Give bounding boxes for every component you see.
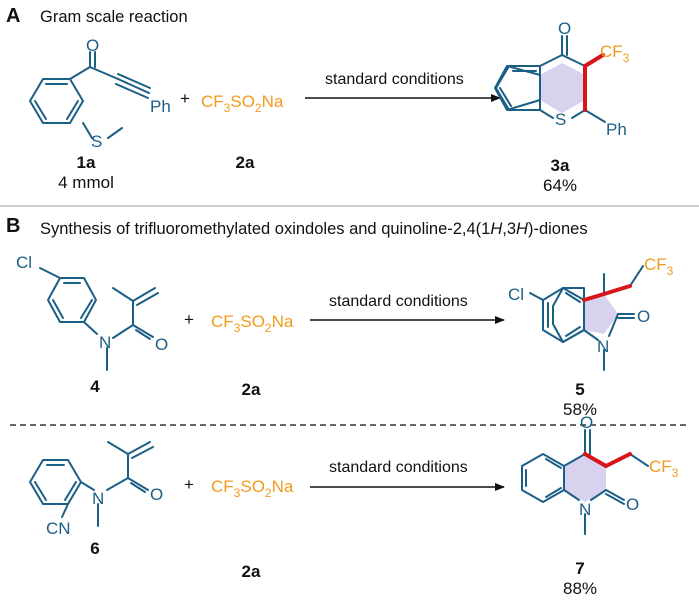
compound-label: 3a — [551, 156, 570, 175]
compound-label: 4 — [90, 377, 100, 396]
atom-label: O — [558, 19, 571, 38]
panel-b-title: Synthesis of trifluoromethylated oxindol… — [40, 220, 588, 238]
panel-b: B Synthesis of trifluoromethylated oxind… — [6, 215, 690, 598]
compound-label: 2a — [242, 380, 261, 399]
plus-sign: + — [180, 89, 190, 108]
compound-label: 7 — [575, 559, 584, 578]
panel-a: A Gram scale reaction O Ph S + CF3SO2Na … — [6, 5, 630, 195]
reaction-conditions: standard conditions — [329, 459, 468, 476]
compound-yield: 88% — [563, 579, 597, 598]
atom-label: Ph — [606, 120, 627, 139]
atom-label: S — [91, 132, 102, 151]
compound-label: 6 — [90, 539, 99, 558]
product-5-structure: Cl CF3 O N — [508, 255, 674, 371]
atom-label: CN — [46, 519, 71, 538]
reagent-cf3so2na: CF3SO2Na — [201, 92, 284, 115]
product-3a-structure: O CF3 S Ph — [494, 19, 630, 139]
reactant-1a-structure: O Ph S — [29, 36, 171, 151]
plus-sign: + — [184, 310, 194, 329]
panel-a-title: Gram scale reaction — [40, 8, 188, 26]
compound-yield: 64% — [543, 176, 577, 195]
reagent-cf3so2na: CF3SO2Na — [211, 477, 294, 500]
compound-label: 1a — [77, 153, 96, 172]
atom-label: Cl — [508, 285, 524, 304]
panel-a-letter: A — [6, 5, 20, 27]
reaction-conditions: standard conditions — [329, 293, 468, 310]
compound-label: 2a — [242, 562, 261, 581]
compound-amount: 4 mmol — [58, 173, 114, 192]
product-7-structure: O CF3 O N — [521, 413, 679, 535]
compound-yield: 58% — [563, 400, 597, 419]
reactant-6-structure: N O CN — [29, 441, 163, 538]
atom-label: Cl — [16, 253, 32, 272]
atom-label: O — [86, 36, 99, 55]
reactant-4-structure: Cl N O — [16, 253, 168, 371]
compound-label: 2a — [236, 153, 255, 172]
atom-label: O — [150, 485, 163, 504]
product-cf3-label: CF3 — [600, 42, 630, 65]
atom-label: O — [637, 307, 650, 326]
atom-label: O — [580, 413, 593, 432]
atom-label: Ph — [150, 97, 171, 116]
panel-b-letter: B — [6, 215, 20, 237]
atom-label: O — [626, 495, 639, 514]
atom-label: O — [155, 335, 168, 354]
atom-label: N — [92, 489, 104, 508]
atom-label: N — [99, 333, 111, 352]
atom-label: N — [579, 500, 591, 519]
reaction-conditions: standard conditions — [325, 71, 464, 88]
compound-label: 5 — [575, 380, 584, 399]
plus-sign: + — [184, 475, 194, 494]
product-cf3-label: CF3 — [649, 457, 679, 480]
atom-label: N — [597, 337, 609, 356]
product-cf3-label: CF3 — [644, 255, 674, 278]
atom-label: S — [555, 110, 566, 129]
reagent-cf3so2na: CF3SO2Na — [211, 312, 294, 335]
